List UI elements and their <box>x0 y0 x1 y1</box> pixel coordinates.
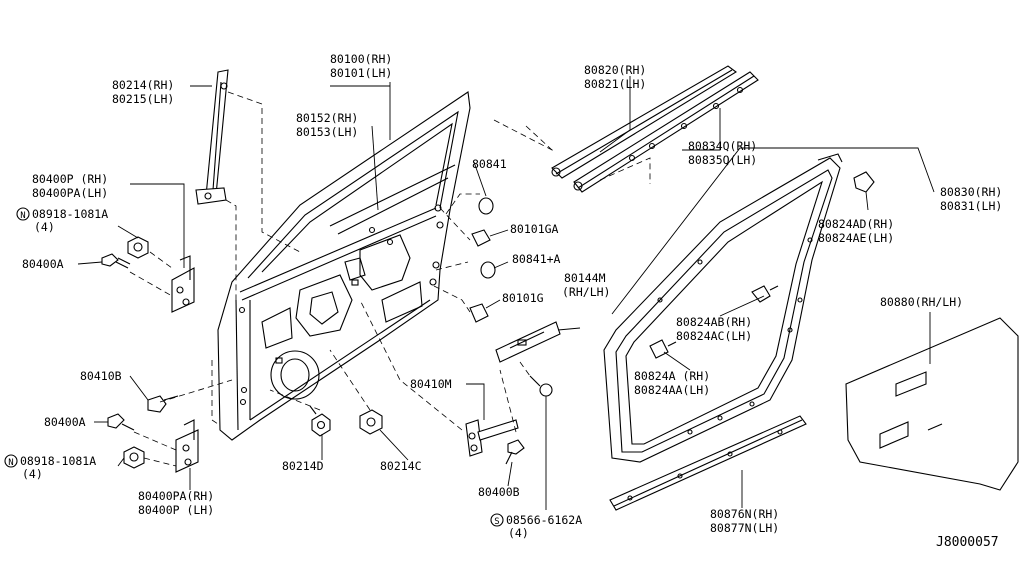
part-labels: 80214(RH) 80215(LH) 80100(RH) 80101(LH) … <box>20 52 1002 550</box>
label-80101G: 80101G <box>502 291 544 305</box>
label-80410M: 80410M <box>410 377 452 391</box>
lower-hinge <box>175 419 199 473</box>
label-08918-upper: 08918-1081A <box>32 207 108 221</box>
label-08918-lower-qty: (4) <box>22 467 43 481</box>
label-80824AE: 80824AE(LH) <box>818 231 894 245</box>
label-80400B: 80400B <box>478 485 520 499</box>
label-80214C: 80214C <box>380 459 422 473</box>
label-80824AD: 80824AD(RH) <box>818 217 894 231</box>
label-80824AC: 80824AC(LH) <box>676 329 752 343</box>
leader-lines <box>77 76 935 510</box>
symbol-n-lower: N <box>8 458 13 468</box>
label-80824AA: 80824AA(LH) <box>634 383 710 397</box>
label-80830: 80830(RH) <box>940 185 1002 199</box>
label-80100: 80100(RH) <box>330 52 392 66</box>
weatherstrip-80834 <box>573 71 759 193</box>
symbol-s: S <box>494 517 499 527</box>
label-80841: 80841 <box>472 157 507 171</box>
label-80214: 80214(RH) <box>112 78 174 92</box>
upper-hinge <box>171 255 195 313</box>
label-80400A-lower: 80400A <box>44 415 86 429</box>
label-80835Q: 80835Q(LH) <box>688 153 757 167</box>
sill-plate-80876 <box>609 415 807 511</box>
label-80820: 80820(RH) <box>584 63 646 77</box>
label-08566-qty: (4) <box>508 526 529 540</box>
door-weatherstrip-80830 <box>603 153 875 463</box>
label-80144M: 80144M <box>564 271 606 285</box>
symbol-markers: N N S <box>4 207 504 527</box>
label-80215: 80215(LH) <box>112 92 174 106</box>
label-80831: 80831(LH) <box>940 199 1002 213</box>
label-80880: 80880(RH/LH) <box>880 295 963 309</box>
label-80821: 80821(LH) <box>584 77 646 91</box>
label-80841A: 80841+A <box>512 252 561 266</box>
label-80101GA: 80101GA <box>510 222 559 236</box>
diagram-ref-code: J8000057 <box>936 535 999 550</box>
label-80152: 80152(RH) <box>296 111 358 125</box>
label-80400PA-rh: 80400PA(RH) <box>138 489 214 503</box>
label-80824A: 80824A (RH) <box>634 369 710 383</box>
label-80400PA: 80400PA(LH) <box>32 186 108 200</box>
label-80877N: 80877N(LH) <box>710 521 779 535</box>
label-08918-lower: 08918-1081A <box>20 454 96 468</box>
sash-80214 <box>195 69 229 205</box>
moulding-80820 <box>551 65 737 179</box>
bracket-80144M <box>495 321 561 363</box>
label-80101: 80101(LH) <box>330 66 392 80</box>
label-80214D: 80214D <box>282 459 324 473</box>
symbol-n-upper: N <box>20 211 25 221</box>
door-check-80410M <box>465 419 519 457</box>
label-08918-upper-qty: (4) <box>34 220 55 234</box>
label-80824AB: 80824AB(RH) <box>676 315 752 329</box>
label-80876N: 80876N(RH) <box>710 507 779 521</box>
label-80144M-rhlh: (RH/LH) <box>562 285 610 299</box>
label-08566: 08566-6162A <box>506 513 582 527</box>
label-80400P-lh: 80400P (LH) <box>138 503 214 517</box>
door-trim-80880 <box>845 317 1019 491</box>
label-80410B: 80410B <box>80 369 122 383</box>
label-80153: 80153(LH) <box>296 125 358 139</box>
label-80400P: 80400P (RH) <box>32 172 108 186</box>
label-80834Q: 80834Q(RH) <box>688 139 757 153</box>
label-80400A-upper: 80400A <box>22 257 64 271</box>
fasteners <box>101 197 553 469</box>
door-shell <box>217 91 471 441</box>
